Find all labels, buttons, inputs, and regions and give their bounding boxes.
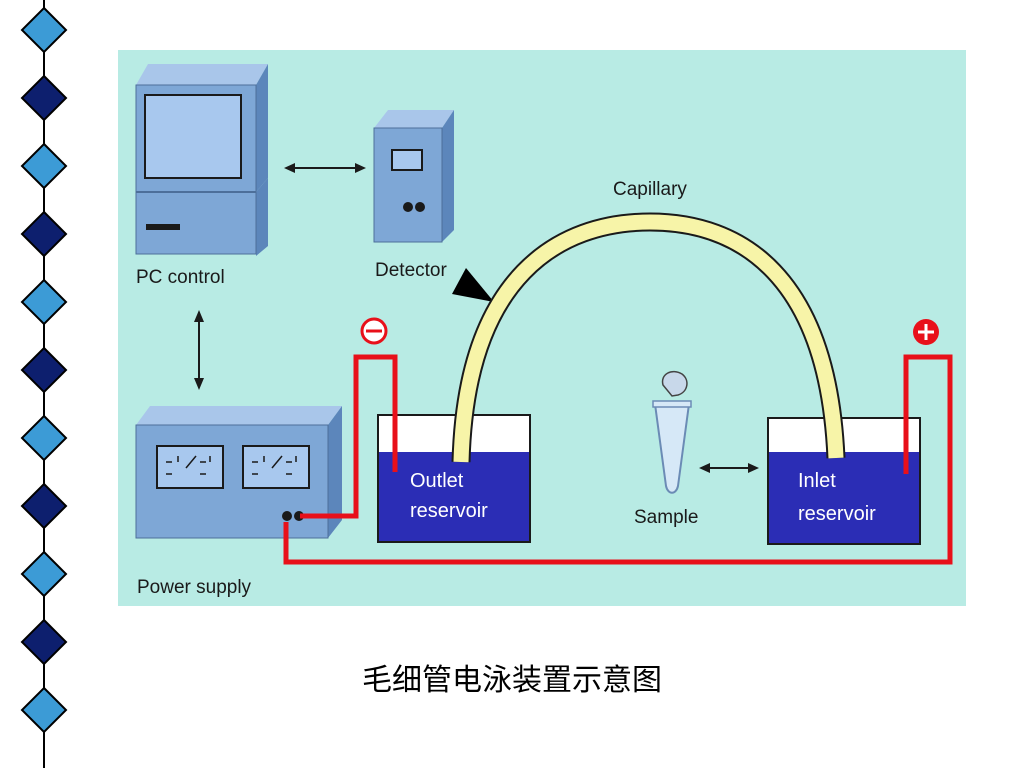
label-pc-control: PC control [136, 267, 225, 288]
positive-wire [283, 354, 953, 565]
label-inlet-line1: Inlet [798, 470, 836, 492]
arrow-pc-detector [284, 163, 366, 173]
negative-wire [300, 354, 398, 519]
arrow-pc-power [194, 310, 204, 390]
label-outlet-line2: reservoir [410, 500, 488, 522]
label-detector: Detector [375, 260, 447, 281]
diamond-icon [20, 142, 68, 190]
minus-circle-icon [360, 317, 388, 345]
diamond-icon [20, 618, 68, 666]
power-supply-unit [135, 406, 342, 539]
capillary-tube [451, 212, 846, 463]
pc-computer [135, 64, 268, 256]
label-power-supply: Power supply [137, 577, 252, 598]
label-sample: Sample [634, 507, 698, 528]
plus-circle-icon [913, 319, 939, 345]
power-terminal [282, 511, 292, 521]
detector-pointer-triangle [452, 268, 494, 302]
diamond-icon [20, 550, 68, 598]
electrode-wires [283, 354, 953, 565]
diamond-icon [20, 278, 68, 326]
diamond-icon [20, 346, 68, 394]
outlet-reservoir-fluid [379, 452, 529, 541]
power-meter-right [242, 445, 310, 489]
detector-unit [373, 110, 454, 243]
diamond-icon [20, 686, 68, 734]
diamond-icon [20, 74, 68, 122]
diamond-icon [20, 210, 68, 258]
diamond-icon [20, 6, 68, 54]
pc-monitor-screen [144, 94, 242, 179]
label-outlet-line1: Outlet [410, 470, 464, 492]
label-capillary: Capillary [613, 179, 687, 200]
sidebar-diamond-border [20, 0, 68, 768]
label-inlet-line2: reservoir [798, 503, 876, 525]
figure-caption: 毛细管电泳装置示意图 [362, 663, 662, 698]
detector-knob [403, 202, 413, 212]
pc-drive-slot [146, 224, 180, 230]
arrow-sample-inlet [699, 463, 759, 473]
diamond-icon [20, 482, 68, 530]
power-meter-left [156, 445, 224, 489]
detector-knob [415, 202, 425, 212]
diamond-icon [20, 414, 68, 462]
detector-display [391, 149, 423, 171]
inlet-reservoir-fluid [769, 452, 919, 543]
sample-vial [652, 370, 692, 494]
